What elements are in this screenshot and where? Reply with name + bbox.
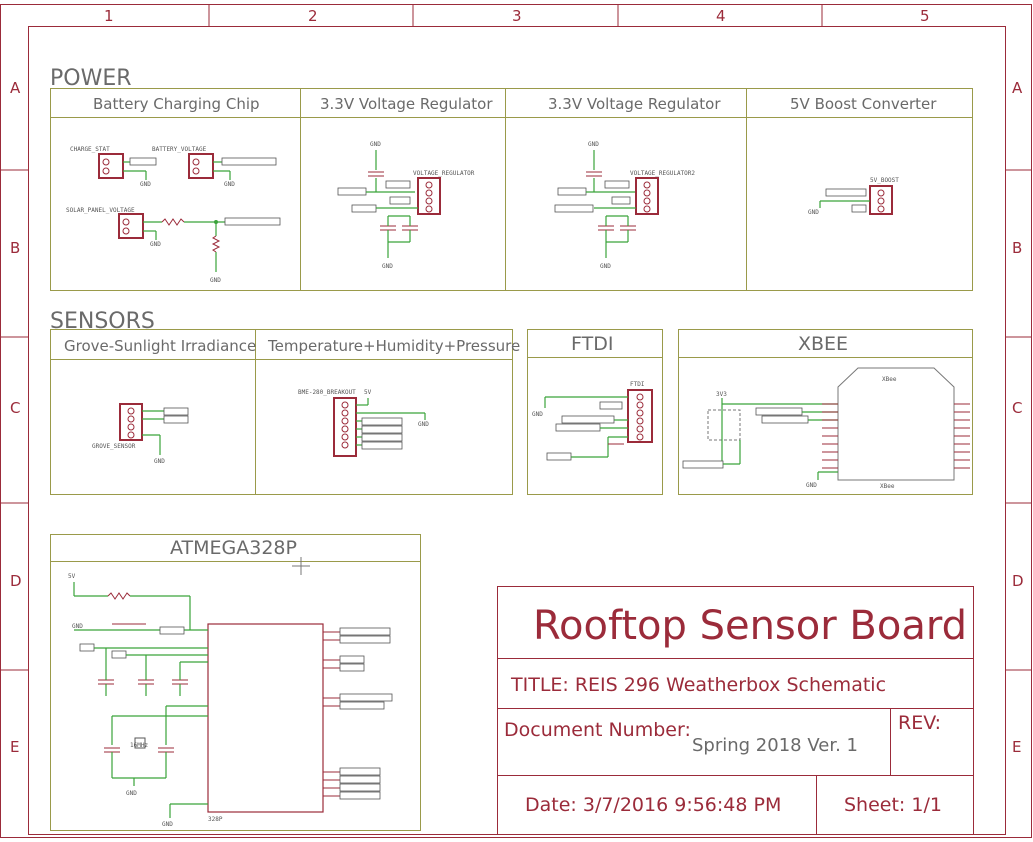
section-sensors: SENSORS: [50, 309, 155, 334]
reg2-gnd-bottom: GND: [600, 263, 611, 270]
block-atmega: ATMEGA328P: [170, 537, 297, 559]
sensor-block-ftdi: [527, 329, 663, 495]
zone-row-a-right: A: [1012, 79, 1023, 97]
sensor-block-left: [50, 329, 513, 495]
title-block: Rooftop Sensor Board TITLE: REIS 296 Wea…: [497, 586, 974, 835]
regulator-2-circuit: GND VOLTAGE_REGULATOR2 GND: [554, 141, 695, 270]
zone-col-4: 4: [716, 7, 726, 25]
mcu-gnd-2: GND: [126, 790, 137, 797]
mcu-5v: 5V: [68, 573, 76, 580]
power-block: [50, 88, 973, 291]
zone-row-a-left: A: [10, 79, 21, 97]
block-temp-humidity: Temperature+Humidity+Pressure: [267, 337, 520, 355]
zone-col-5: 5: [920, 7, 930, 25]
doc-number-label: Document Number:: [504, 719, 691, 741]
grove-circuit: GROVE_SENSOR GND: [92, 403, 189, 465]
zone-row-b-left: B: [10, 239, 20, 257]
zone-row-d-right: D: [1012, 572, 1024, 590]
block-grove-sunlight: Grove-Sunlight Irradiance: [64, 337, 256, 355]
reg1-label: VOLTAGE_REGULATOR: [413, 170, 475, 177]
board-name: Rooftop Sensor Board: [533, 603, 967, 649]
ftdi-circuit: FTDI GND: [532, 381, 653, 461]
atmega-circuit: 328P 5V GND 16MHz GND GND: [68, 573, 393, 828]
xbee-label: XBee: [882, 376, 897, 383]
battery-charging-circuit: CHARGE_STAT GND BATTERY_VOLTAGE GND SOLA…: [66, 146, 281, 284]
bme-5v: 5V: [364, 389, 372, 396]
reg1-gnd-top: GND: [370, 141, 381, 148]
reg1-gnd-bottom: GND: [382, 263, 393, 270]
section-power: POWER: [50, 66, 132, 91]
xbee-gnd: GND: [806, 482, 817, 489]
zone-col-3: 3: [512, 7, 522, 25]
outer-frame: [0, 4, 1032, 838]
gnd-label-1: GND: [140, 181, 151, 188]
bme-gnd: GND: [418, 421, 429, 428]
battery-voltage-label: BATTERY_VOLTAGE: [152, 146, 207, 153]
zone-col-1: 1: [104, 7, 114, 25]
mcu-gnd-3: GND: [162, 821, 173, 828]
block-battery-charging: Battery Charging Chip: [93, 95, 260, 113]
sheet-label: Sheet: 1/1: [844, 794, 942, 816]
zone-col-2: 2: [308, 7, 318, 25]
rev-label: REV:: [898, 712, 941, 734]
zone-row-c-left: C: [10, 399, 20, 417]
reg2-gnd-top: GND: [588, 141, 599, 148]
boost-gnd: GND: [808, 209, 819, 216]
ftdi-label: FTDI: [630, 381, 645, 388]
reg2-label: VOLTAGE_REGULATOR2: [630, 170, 695, 177]
regulator-1-circuit: GND VOLTAGE_REGULATOR GND: [337, 141, 475, 270]
boost-circuit: 5V_BOOST GND: [808, 177, 899, 216]
xbee-circuit: XBee XBee 3V3 GND: [682, 367, 970, 490]
block-regulator-1: 3.3V Voltage Regulator: [320, 95, 493, 113]
gnd-label-4: GND: [210, 277, 221, 284]
gnd-label-2: GND: [224, 181, 235, 188]
bme-label: BME-280_BREAKOUT: [298, 389, 356, 396]
zone-row-e-left: E: [10, 738, 19, 756]
xbee-ref: XBee: [880, 483, 895, 490]
block-boost-converter: 5V Boost Converter: [790, 95, 937, 113]
gnd-label-3: GND: [150, 241, 161, 248]
grove-gnd: GND: [154, 458, 165, 465]
crystal-label: 16MHz: [130, 742, 148, 749]
grove-sensor-label: GROVE_SENSOR: [92, 443, 136, 450]
xbee-3v3: 3V3: [716, 391, 727, 398]
ftdi-gnd: GND: [532, 411, 543, 418]
zone-row-d-left: D: [10, 572, 22, 590]
mcu-gnd-1: GND: [72, 623, 83, 630]
block-ftdi: FTDI: [571, 333, 613, 355]
doc-number-value: Spring 2018 Ver. 1: [692, 735, 858, 756]
mcu-chip-label: 328P: [208, 816, 223, 823]
zone-row-c-right: C: [1012, 399, 1022, 417]
boost-label: 5V_BOOST: [870, 177, 899, 184]
solar-panel-label: SOLAR_PANEL_VOLTAGE: [66, 207, 135, 214]
block-regulator-2: 3.3V Voltage Regulator: [548, 95, 721, 113]
zone-row-e-right: E: [1012, 738, 1021, 756]
zone-row-b-right: B: [1012, 239, 1022, 257]
sensor-block-xbee: [678, 329, 973, 495]
mcu-block: [50, 534, 421, 831]
date-label: Date: 3/7/2016 9:56:48 PM: [525, 794, 781, 816]
block-xbee: XBEE: [798, 333, 848, 355]
charge-stat-label: CHARGE_STAT: [70, 146, 110, 153]
schematic-title: TITLE: REIS 296 Weatherbox Schematic: [510, 674, 886, 696]
bme-circuit: BME-280_BREAKOUT 5V GND: [298, 389, 429, 457]
